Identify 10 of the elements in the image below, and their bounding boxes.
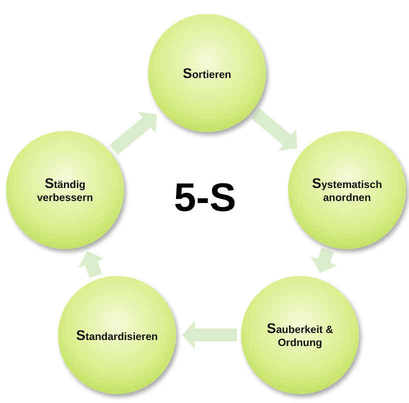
step-label: Sauberkeit & Ordnung xyxy=(266,320,334,350)
block-arrow xyxy=(310,248,338,274)
step-label: Ständig verbessern xyxy=(36,175,94,205)
diagram-title: 5-S xyxy=(172,178,238,218)
block-arrow xyxy=(251,108,298,151)
step-label: Standardisieren xyxy=(76,326,158,344)
block-arrow xyxy=(78,251,105,278)
step-label: Sortieren xyxy=(182,64,232,82)
block-arrow xyxy=(182,321,237,349)
step-label: Systematisch anordnen xyxy=(310,175,384,205)
